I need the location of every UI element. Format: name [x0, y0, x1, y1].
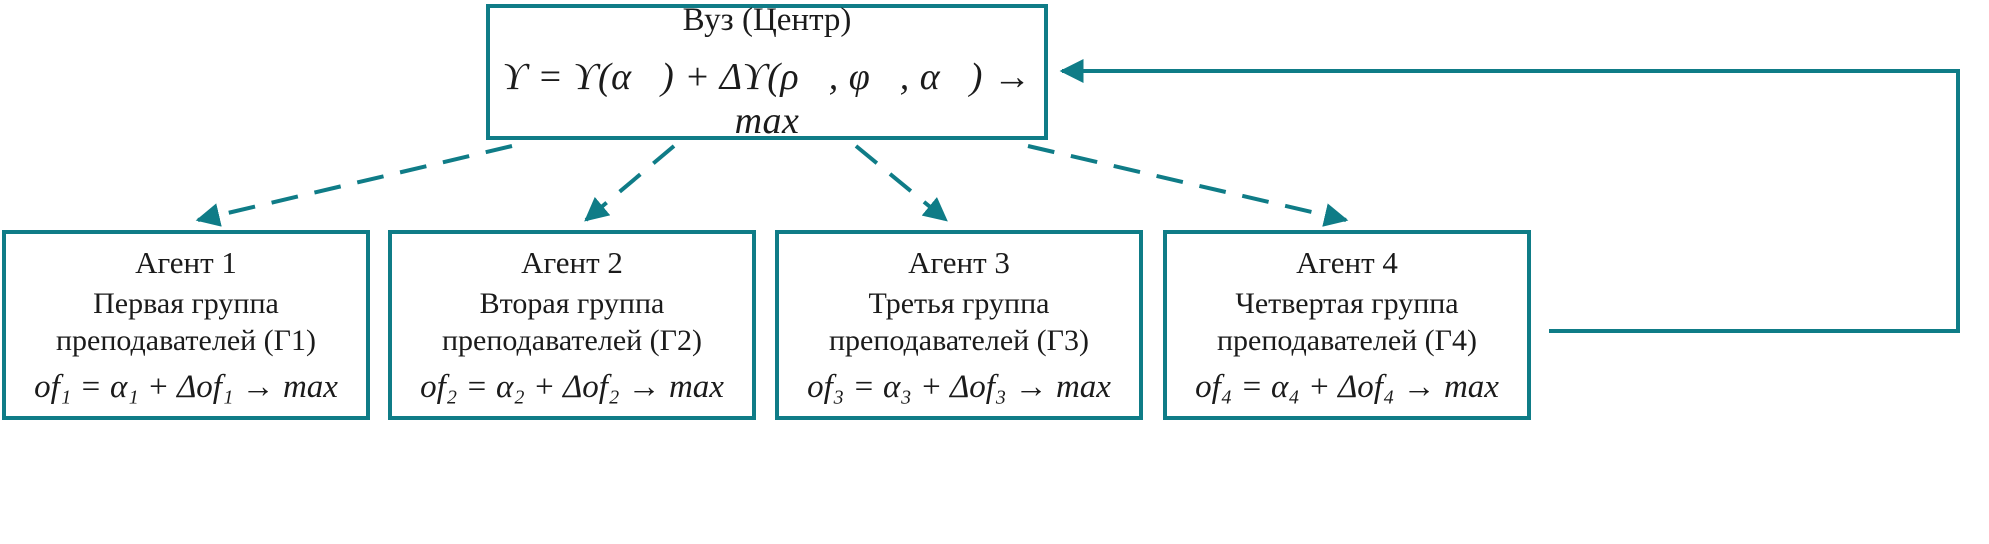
- agent-box-4: Агент 4 Четвертая группа преподавателей …: [1163, 230, 1531, 420]
- agent-4-group-label: Четвертая группа преподавателей (Г4): [1216, 286, 1478, 358]
- agent-2-group-label: Вторая группа преподавателей (Г2): [441, 286, 703, 358]
- dashed-arrow-center-to-agent2-icon: [584, 144, 676, 222]
- center-title: Вуз (Центр): [682, 1, 852, 38]
- agent-1-formula: of₁ = α₁ + Δof₁ → max: [34, 368, 338, 405]
- center-formula: ϒ = ϒ(α⃗) + Δϒ(ρ⃗, φ⃗, α⃗) → max: [502, 55, 1032, 142]
- agent-1-title: Агент 1: [135, 244, 237, 280]
- agent-box-2: Агент 2 Вторая группа преподавателей (Г2…: [388, 230, 756, 420]
- dashed-arrow-center-to-agent4-icon: [1027, 144, 1349, 227]
- dashed-arrow-center-to-agent3-icon: [854, 144, 948, 222]
- agent-2-title: Агент 2: [521, 244, 623, 280]
- agent-3-title: Агент 3: [908, 244, 1010, 280]
- agent-3-group-label: Третья группа преподавателей (Г3): [828, 286, 1090, 358]
- agent-2-formula: of₂ = α₂ + Δof₂ → max: [420, 368, 724, 405]
- center-box: Вуз (Центр) ϒ = ϒ(α⃗) + Δϒ(ρ⃗, φ⃗, α⃗) →…: [486, 1, 1048, 142]
- agent-box-1: Агент 1 Первая группа преподавателей (Г1…: [2, 230, 370, 420]
- agent-4-formula: of₄ = α₄ + Δof₄ → max: [1195, 368, 1499, 405]
- agent-3-formula: of₃ = α₃ + Δof₃ → max: [807, 368, 1111, 405]
- agent-4-title: Агент 4: [1296, 244, 1398, 280]
- agent-1-group-label: Первая группа преподавателей (Г1): [55, 286, 317, 358]
- dashed-arrow-center-to-agent1-icon: [195, 144, 513, 227]
- agent-box-3: Агент 3 Третья группа преподавателей (Г3…: [775, 230, 1143, 420]
